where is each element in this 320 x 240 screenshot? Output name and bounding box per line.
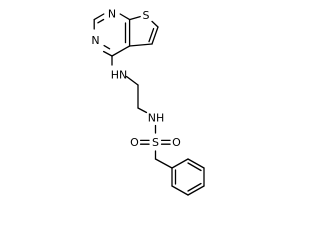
molecule-canvas: N S N HN NH S O O bbox=[91, 8, 205, 196]
structure-diagram: N S N HN NH S O O bbox=[91, 8, 205, 196]
bond-ch2-nh bbox=[137, 107, 148, 114]
bond-c4-c4a bbox=[111, 45, 131, 57]
bond-ph-3 bbox=[187, 185, 205, 196]
bond-c7-c6-inner bbox=[148, 27, 155, 43]
bond-c7-c6 bbox=[151, 26, 159, 45]
atom-n-ring-top: N bbox=[108, 8, 116, 21]
bond-n1-c2-inner bbox=[97, 18, 105, 24]
atom-nh-sulfonamide: NH bbox=[148, 112, 165, 125]
bond-c8a-n1 bbox=[119, 13, 131, 21]
atom-n-ring-left: N bbox=[91, 34, 99, 47]
atom-hn-amine: HN bbox=[111, 69, 128, 82]
atom-s-thiophene: S bbox=[143, 9, 150, 22]
atom-o-left: O bbox=[130, 136, 139, 149]
bond-c8a-s bbox=[128, 15, 141, 21]
bond-c6-c4a bbox=[128, 43, 153, 47]
bond-ph-5 bbox=[187, 158, 205, 169]
bond-nh-ch2 bbox=[125, 75, 139, 86]
atom-o-right: O bbox=[172, 136, 181, 149]
bond-n3-c4-inner bbox=[103, 44, 111, 50]
bond-ph-3-inner bbox=[187, 182, 202, 192]
bond-ph-5-inner bbox=[187, 162, 202, 172]
bond-n1-c2 bbox=[93, 13, 105, 21]
atom-s-sulfonyl: S bbox=[152, 136, 159, 149]
bond-ph-2 bbox=[171, 185, 189, 196]
bond-ph-6 bbox=[171, 158, 189, 169]
bond-ch2-ph bbox=[154, 158, 173, 169]
bond-n3-c4 bbox=[102, 50, 113, 57]
bond-s-c7 bbox=[151, 20, 159, 28]
